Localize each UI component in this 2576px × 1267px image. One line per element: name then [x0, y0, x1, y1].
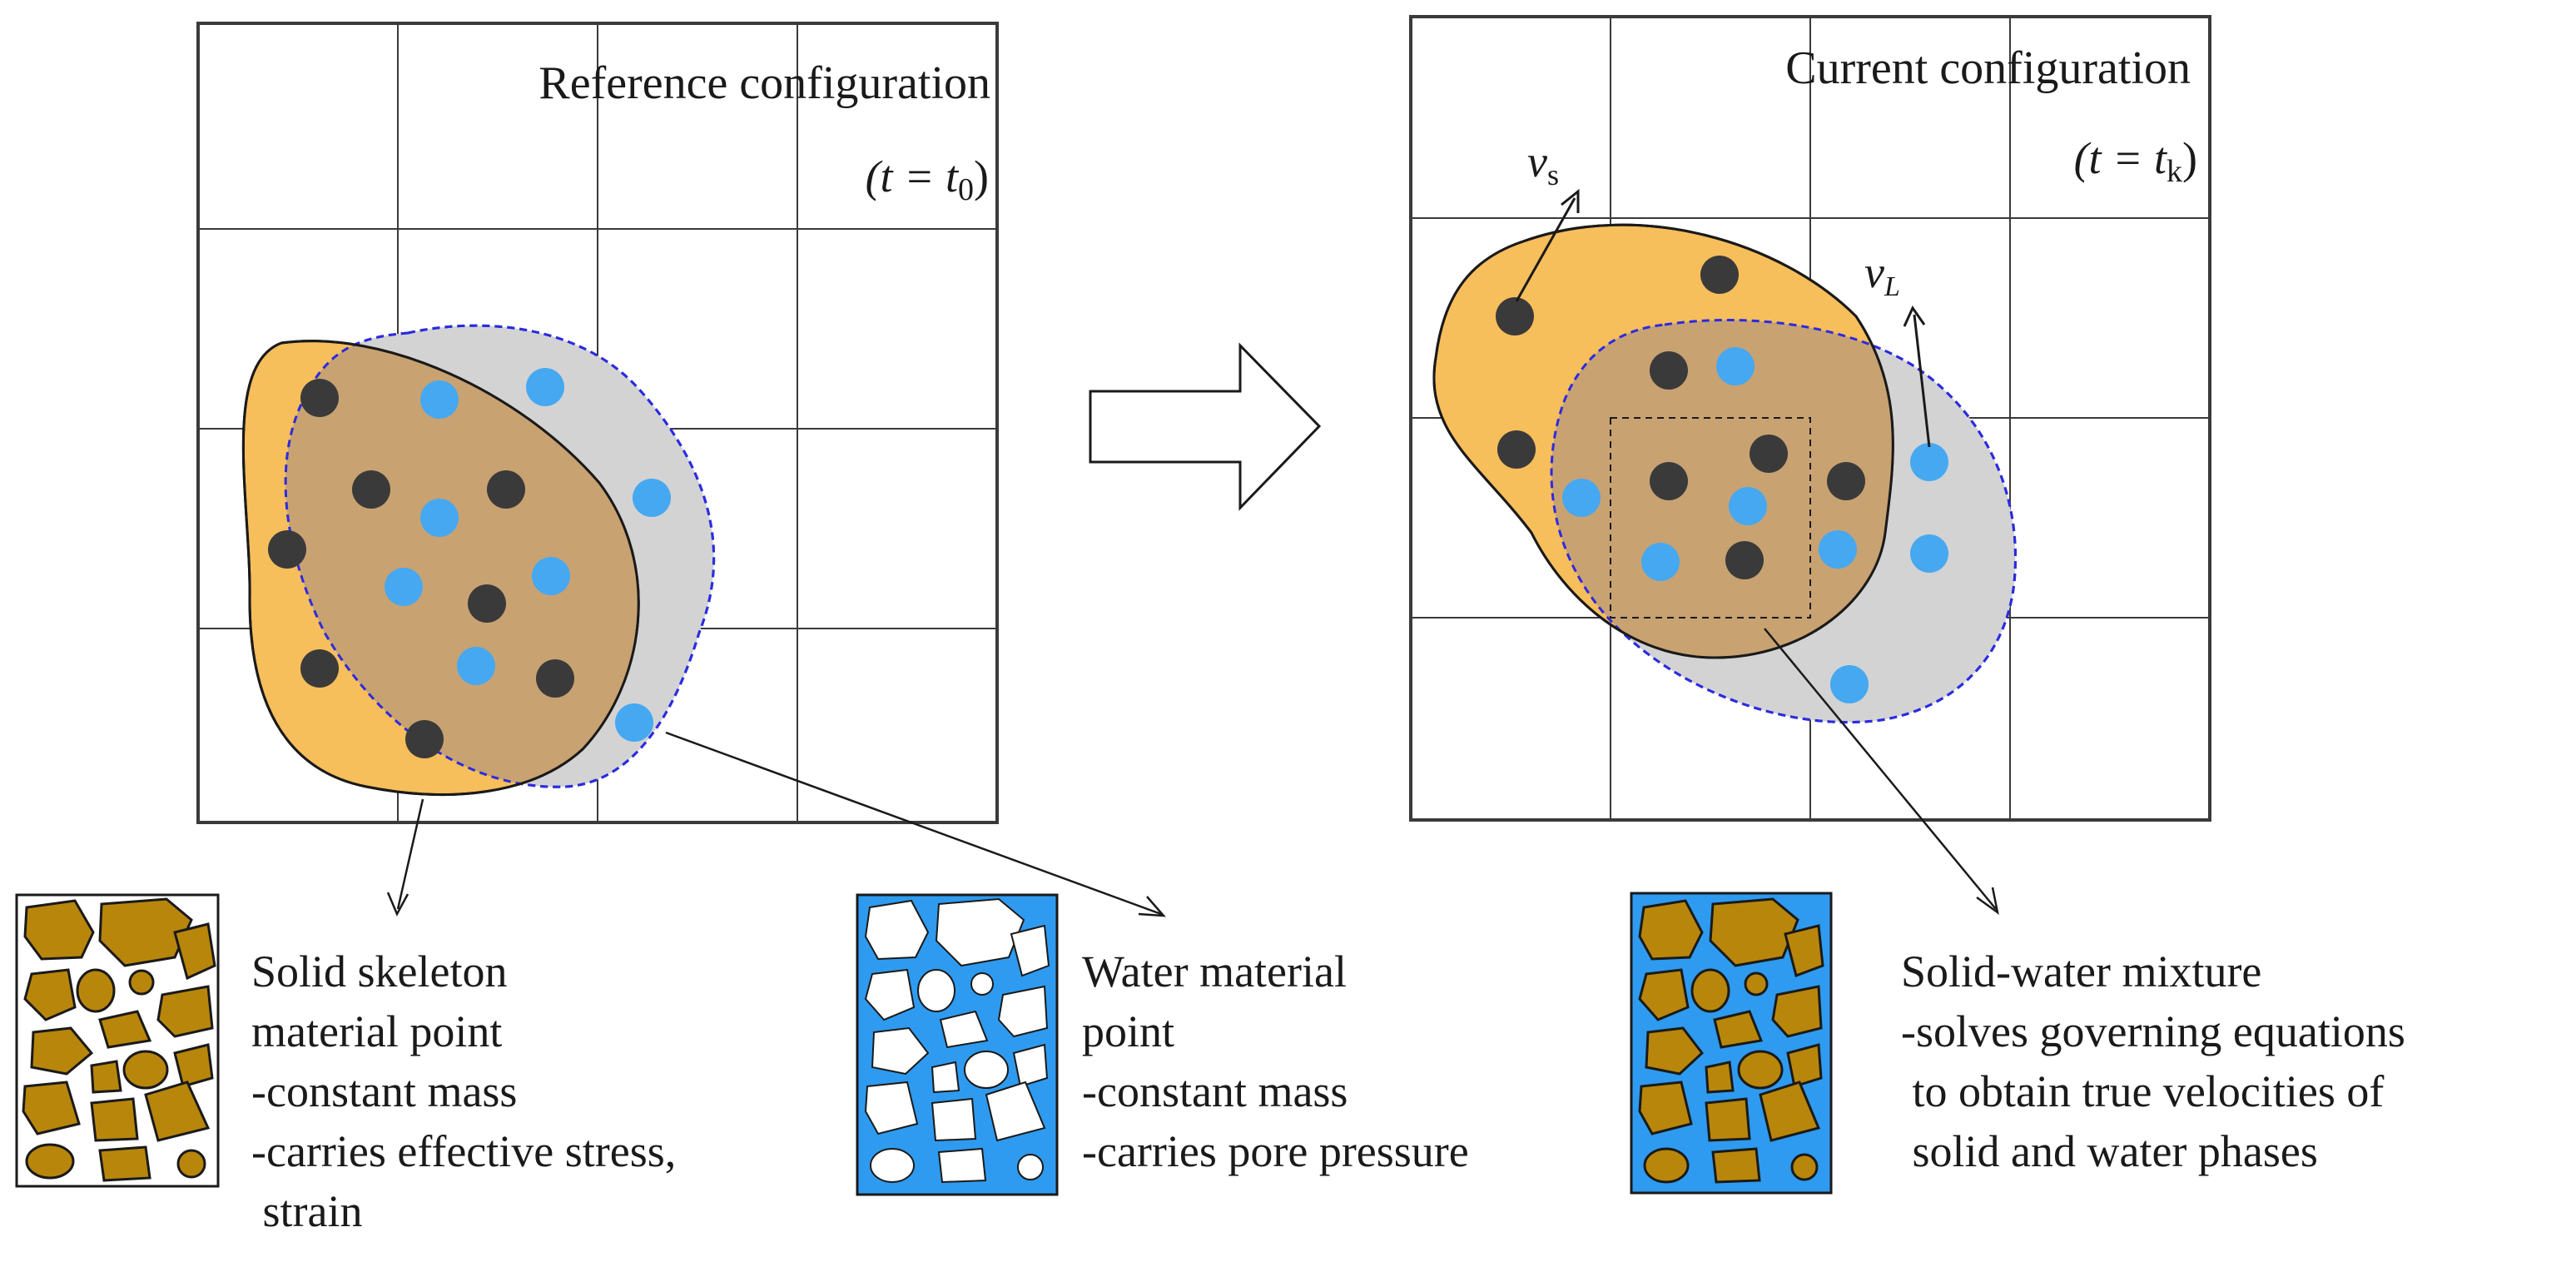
- water-pores-icon: [864, 897, 1050, 1184]
- solid-point: [1827, 462, 1865, 500]
- water-point: [385, 568, 423, 606]
- mixture-callout-line: [1764, 628, 1997, 910]
- solid-point: [352, 470, 390, 509]
- left-title: Reference configuration: [539, 57, 990, 109]
- water-point: [633, 479, 671, 517]
- water-legend-text: Water material point -constant mass -car…: [1082, 947, 1469, 1176]
- left-water-outline: [284, 324, 716, 788]
- solid-point: [1650, 462, 1688, 500]
- water-point: [1819, 530, 1857, 569]
- water-point: [615, 703, 653, 742]
- water-point: [1910, 534, 1948, 573]
- water-point: [1716, 347, 1755, 385]
- solid-point: [300, 649, 339, 688]
- left-solid-points: [268, 379, 574, 758]
- left-water-points: [385, 368, 671, 742]
- left-time-prefix: (t = t: [866, 152, 960, 201]
- solid-point: [1496, 297, 1534, 335]
- water-callout-arrowhead-icon: [1138, 896, 1166, 917]
- solid-legend-line: material point: [251, 1006, 502, 1056]
- legend-solid: Solid skeleton material point -constant …: [15, 893, 687, 1236]
- water-velocity-arrow: [1913, 314, 1931, 448]
- solid-callout-arrowhead-icon: [386, 892, 409, 917]
- right-solid-outline: [1432, 223, 1894, 659]
- water-point: [532, 557, 570, 595]
- solid-legend-line: -carries effective stress,: [251, 1126, 676, 1176]
- solid-legend-line: Solid skeleton: [251, 947, 508, 996]
- water-point: [1562, 479, 1601, 517]
- callout-arrows: [386, 628, 1999, 917]
- solid-velocity-label: vs: [1527, 137, 1559, 191]
- mixture-callout-arrowhead-icon: [1976, 887, 1999, 915]
- water-velocity-symbol: v: [1864, 247, 1884, 297]
- right-time-prefix: (t = t: [2074, 133, 2168, 183]
- legend-water: Water material point -constant mass -car…: [856, 893, 1469, 1196]
- solid-callout-line: [396, 798, 424, 910]
- water-point: [1729, 487, 1767, 525]
- solid-point: [1650, 351, 1688, 390]
- mixture-legend-line: solid and water phases: [1901, 1126, 2318, 1176]
- water-legend-line: -constant mass: [1082, 1066, 1348, 1116]
- left-time-sub: 0: [958, 172, 974, 207]
- water-point: [420, 499, 459, 537]
- right-time-suffix: ): [2182, 133, 2197, 183]
- left-panel: Reference configuration (t = t0): [196, 22, 999, 824]
- solid-point: [405, 720, 444, 758]
- solid-point: [1497, 430, 1536, 469]
- water-point: [1830, 665, 1869, 703]
- solid-point: [300, 379, 339, 417]
- solid-point: [1725, 541, 1764, 579]
- left-time-suffix: ): [974, 152, 989, 201]
- water-point: [420, 380, 459, 419]
- water-point: [1641, 543, 1680, 581]
- water-legend-line: point: [1082, 1006, 1174, 1056]
- water-point: [457, 647, 495, 685]
- solid-point: [487, 470, 525, 509]
- solid-velocity-symbol: v: [1527, 137, 1547, 186]
- right-time-label: (t = tk): [2074, 133, 2197, 189]
- solid-legend-text: Solid skeleton material point -constant …: [251, 947, 687, 1236]
- water-callout-line: [665, 731, 1162, 916]
- right-water-points: [1562, 347, 1948, 703]
- water-velocity-arrowhead-icon: [1903, 305, 1926, 327]
- solid-velocity-arrow: [1515, 197, 1576, 302]
- mixture-legend-text: Solid-water mixture -solves governing eq…: [1901, 947, 2416, 1176]
- transition-arrow-icon: [1089, 342, 1322, 511]
- mixture-legend-line: -solves governing equations: [1901, 1006, 2405, 1056]
- solid-point: [268, 530, 306, 569]
- solid-legend-line: -constant mass: [251, 1066, 517, 1116]
- right-water-outline: [1550, 318, 2017, 724]
- mixture-legend-line: to obtain true velocities of: [1901, 1066, 2384, 1116]
- computation-cell: [1610, 417, 1811, 619]
- solid-grains-icon: [22, 897, 216, 1182]
- solid-point: [468, 584, 506, 623]
- solid-velocity-sub: s: [1547, 158, 1559, 191]
- solid-velocity-arrowhead-icon: [1561, 188, 1580, 213]
- legend-mixture: Solid-water mixture -solves governing eq…: [1630, 892, 2416, 1195]
- water-legend-line: Water material: [1082, 947, 1347, 996]
- solid-point: [1700, 256, 1739, 294]
- solid-point: [536, 659, 574, 698]
- water-legend-line: -carries pore pressure: [1082, 1126, 1469, 1176]
- water-point: [1910, 443, 1948, 481]
- left-solid-outline: [241, 340, 640, 796]
- right-solid-points: [1496, 256, 1865, 579]
- velocity-arrows: [1515, 188, 1931, 448]
- mixture-legend-line: Solid-water mixture: [1901, 947, 2261, 996]
- right-overlap-region: [1551, 320, 1894, 658]
- water-point: [526, 368, 564, 406]
- mixture-grains-icon: [1638, 897, 1824, 1184]
- water-velocity-sub: L: [1884, 271, 1900, 302]
- right-panel: Current configuration (t = tk): [1409, 15, 2211, 822]
- right-title: Current configuration: [1785, 42, 2191, 94]
- right-time-sub: k: [2167, 154, 2182, 189]
- solid-legend-line: strain: [251, 1186, 362, 1236]
- water-velocity-label: vL: [1864, 247, 1900, 302]
- solid-point: [1750, 435, 1788, 473]
- left-time-label: (t = t0): [866, 152, 989, 207]
